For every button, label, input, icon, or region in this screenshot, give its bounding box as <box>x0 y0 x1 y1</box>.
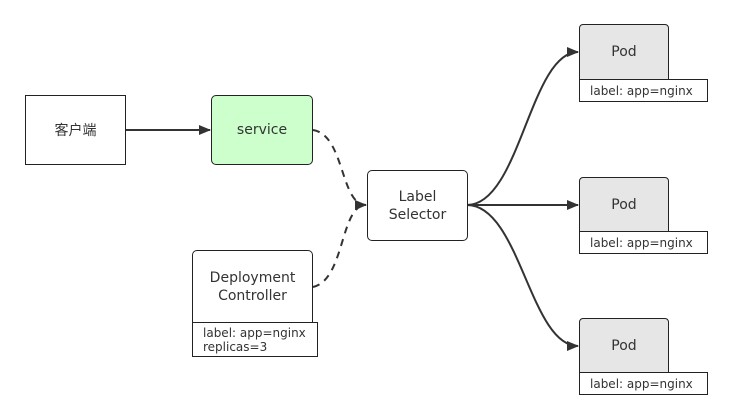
selector-to-pod1-arrow <box>466 47 579 206</box>
client-box: 客户端 <box>25 95 126 165</box>
pod-box-2: Pod <box>579 177 669 233</box>
deployment-line1: Deployment <box>209 269 296 286</box>
deployment-to-selector-dashed <box>312 204 367 288</box>
label-selector-box: Label Selector <box>367 170 468 241</box>
pod-label-1: Pod <box>611 44 637 60</box>
client-label: 客户端 <box>54 123 97 139</box>
service-box: service <box>211 95 313 165</box>
pod-tag-box-3: label: app=nginx <box>579 372 708 395</box>
pod-tag-box-1: label: app=nginx <box>579 79 708 102</box>
deployment-label-line1: label: app=nginx <box>203 325 306 340</box>
deployment-controller-box: Deployment Controller <box>192 250 313 323</box>
pod-tag-box-2: label: app=nginx <box>579 231 708 254</box>
pod-label-2: Pod <box>611 197 637 213</box>
deployment-label-box: label: app=nginx replicas=3 <box>192 322 318 357</box>
pod-tag-3: label: app=nginx <box>590 376 693 391</box>
selector-to-pod3-arrow <box>466 204 579 351</box>
service-label: service <box>236 122 288 138</box>
pod-tag-1: label: app=nginx <box>590 83 693 98</box>
deployment-label-line2: replicas=3 <box>203 339 268 354</box>
service-to-selector-dashed <box>312 129 367 210</box>
pod-box-3: Pod <box>579 318 669 374</box>
pod-tag-2: label: app=nginx <box>590 235 693 250</box>
label-selector-line1: Label <box>398 188 437 205</box>
pod-label-3: Pod <box>611 338 637 354</box>
pod-box-1: Pod <box>579 24 669 80</box>
deployment-line2: Controller <box>218 287 287 304</box>
label-selector-line2: Selector <box>388 206 447 223</box>
